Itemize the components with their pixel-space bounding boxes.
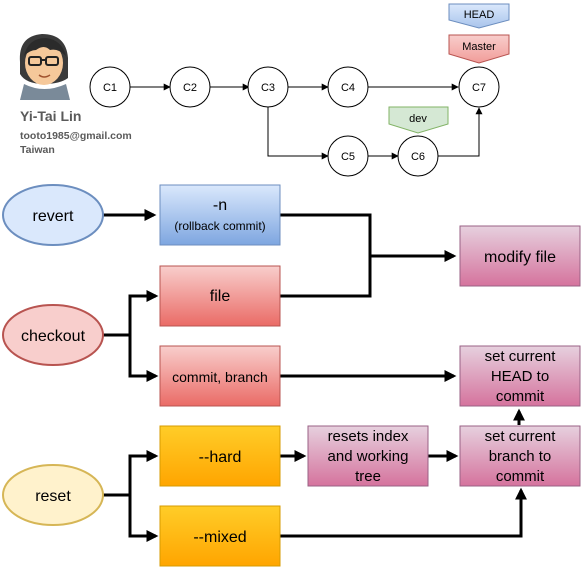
resets-index-result: resets index and working tree [307,425,429,487]
head-pointer-tag: HEAD [448,3,510,29]
checkout-file-option: file [159,265,281,327]
reset-hard-option: --hard [159,425,281,487]
resets-index-line-3: tree [355,468,381,485]
commit-c6-label: C6 [411,151,425,163]
checkout-file-label: file [210,288,231,305]
resets-index-line-1: resets index [328,428,409,445]
revert-label: revert [33,208,74,225]
checkout-command: checkout [2,304,104,366]
commit-c5-label: C5 [341,151,355,163]
set-branch-line-1: set current [485,428,557,445]
commit-c3: C3 [247,66,289,108]
avatar [19,34,70,100]
reset-label: reset [35,488,71,505]
commit-c2-label: C2 [183,82,197,94]
checkout-commit-branch-label: commit, branch [172,369,268,385]
commit-c1-label: C1 [103,82,117,94]
commit-graph-edges [130,83,483,160]
set-head-result: set current HEAD to commit [459,345,581,407]
commit-c4-label: C4 [341,82,355,94]
commit-c2: C2 [169,66,211,108]
revert-n-flag: -n [213,197,227,214]
set-branch-line-3: commit [496,468,545,485]
reset-command: reset [2,464,104,526]
author-name: Yi-Tai Lin [20,108,81,124]
modify-file-result: modify file [459,225,581,287]
checkout-commit-branch-option: commit, branch [159,345,281,407]
revert-command: revert [2,184,104,246]
reset-mixed-option: --mixed [159,505,281,567]
set-head-line-3: commit [496,388,545,405]
commit-c7: C7 [458,66,500,108]
flow-connectors [103,209,527,542]
commit-c4: C4 [327,66,369,108]
reset-mixed-label: --mixed [193,529,246,546]
revert-n-option: -n (rollback commit) [159,184,281,246]
commit-c7-label: C7 [472,82,486,94]
commit-c3-label: C3 [261,82,275,94]
author-email: tooto1985@gmail.com [20,130,132,142]
commit-c5: C5 [327,135,369,177]
author-location: Taiwan [20,144,55,156]
set-head-line-1: set current [485,348,557,365]
reset-hard-label: --hard [199,449,242,466]
master-pointer-label: Master [462,41,496,53]
revert-n-description: (rollback commit) [174,219,265,233]
set-branch-result: set current branch to commit [459,425,581,487]
commit-c6: C6 [397,135,439,177]
modify-file-label: modify file [484,249,556,266]
checkout-label: checkout [21,328,86,345]
head-pointer-label: HEAD [464,9,495,21]
master-pointer-tag: Master [448,34,510,64]
set-branch-line-2: branch to [489,448,552,465]
set-head-line-2: HEAD to [491,368,549,385]
resets-index-line-2: and working [328,448,409,465]
dev-pointer-label: dev [409,113,427,125]
dev-pointer-tag: dev [388,106,449,134]
commit-c1: C1 [89,66,131,108]
